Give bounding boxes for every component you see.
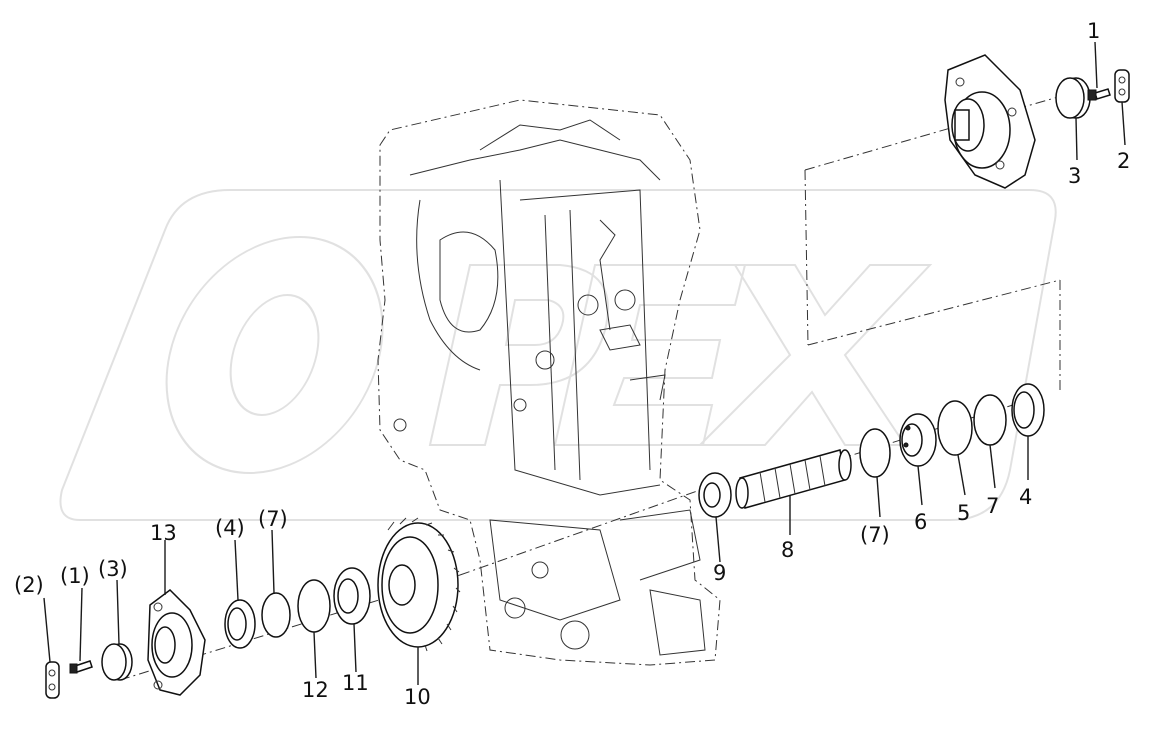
callout-3: 3 [1068, 164, 1081, 188]
snapring-part-7b [859, 428, 891, 478]
callout-3-paren: (3) [98, 557, 128, 581]
snapring-part-7 [973, 394, 1007, 446]
callout-labels: 1 2 3 4 5 6 7 (7) 8 9 10 11 12 13 (4) (7… [14, 19, 1130, 709]
bearing-part-11 [333, 567, 371, 625]
projection-lines [119, 94, 1066, 681]
ring-part-12 [297, 579, 331, 633]
callout-5: 5 [957, 501, 970, 525]
shaft-part-8 [735, 449, 852, 509]
seal-part-9 [698, 472, 732, 518]
ring-part-5 [937, 400, 973, 456]
callout-2-paren: (2) [14, 573, 44, 597]
upper-washer-part-3 [1055, 77, 1091, 119]
seal-part-4 [1011, 383, 1045, 437]
flange-part-13 [147, 589, 206, 696]
callout-1-paren: (1) [60, 564, 90, 588]
lockplate-part-2b [45, 661, 60, 699]
washer-part-3b [101, 643, 133, 681]
callout-10: 10 [404, 685, 431, 709]
callout-9: 9 [713, 561, 726, 585]
callout-7: 7 [986, 494, 999, 518]
bolt-part-1b [69, 660, 93, 674]
callout-12: 12 [302, 678, 329, 702]
watermark-opex [59, 189, 1057, 521]
callout-8: 8 [781, 538, 794, 562]
snapring-part-7c [261, 592, 291, 638]
callout-4-paren: (4) [215, 516, 245, 540]
upper-flange [944, 54, 1036, 189]
callout-2: 2 [1117, 149, 1130, 173]
gear-part-10 [377, 517, 461, 652]
upper-bolt-part-1 [1087, 88, 1111, 101]
callout-7-paren-shaft: (7) [860, 523, 890, 547]
callout-11: 11 [342, 671, 369, 695]
callout-7-paren-gear: (7) [258, 507, 288, 531]
upper-lockplate-part-2 [1114, 69, 1130, 103]
transmission-housing [377, 99, 721, 666]
callout-1: 1 [1087, 19, 1100, 43]
callout-13: 13 [150, 521, 177, 545]
callout-6: 6 [914, 510, 927, 534]
callout-4: 4 [1019, 485, 1032, 509]
bearing-part-6 [899, 413, 937, 467]
leader-lines [43, 41, 1126, 685]
seal-part-4b [224, 599, 256, 649]
